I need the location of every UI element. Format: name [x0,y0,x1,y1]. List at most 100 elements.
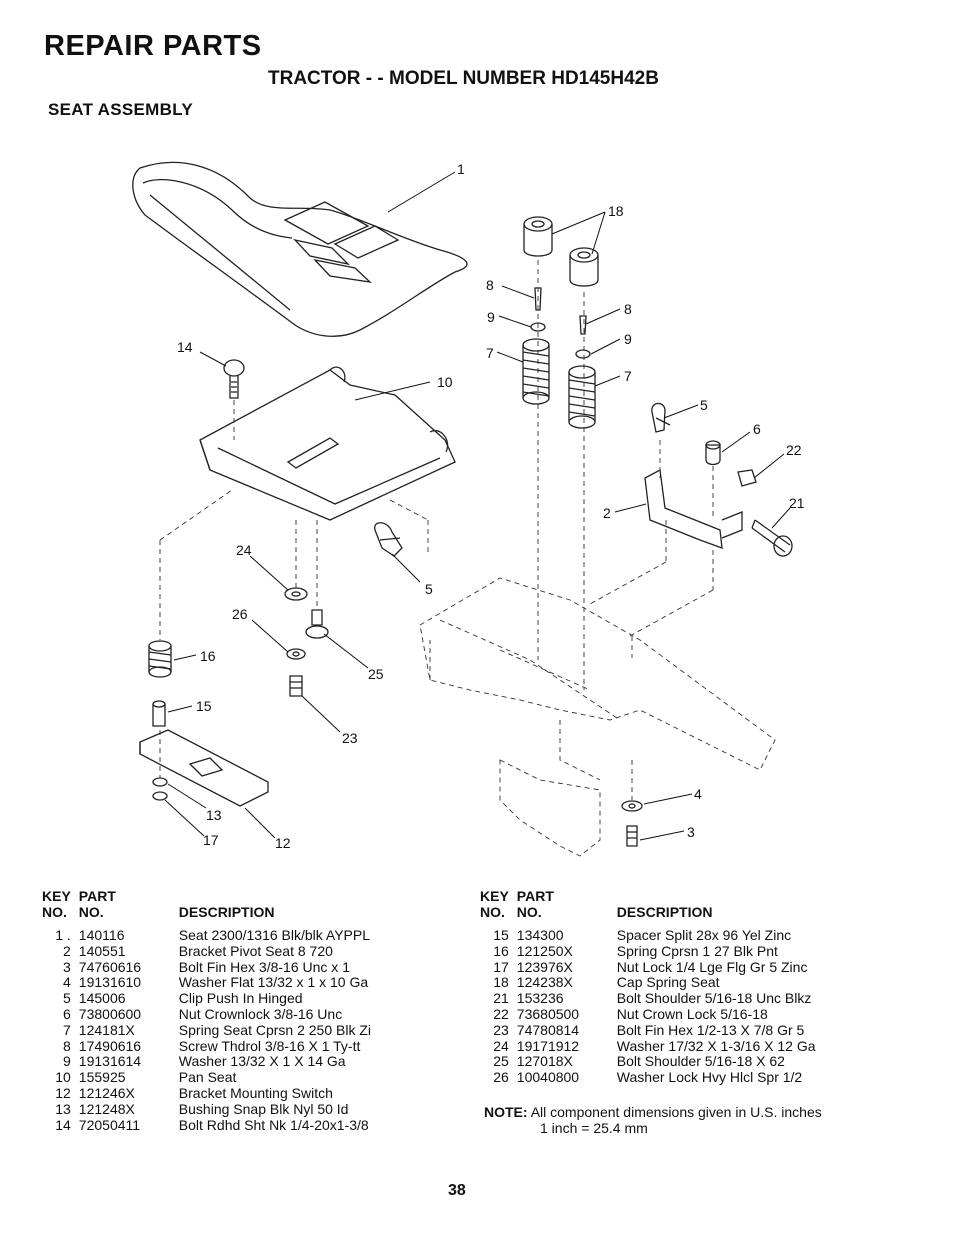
description: Washer 17/32 X 1-3/16 X 12 Ga [616,1037,816,1054]
callout-4: 4 [694,786,702,802]
key-no: 16 [493,942,509,959]
key-no: 6 [63,1005,71,1022]
part-no: 74780814 [516,1021,580,1038]
table-header-row: NO. NO. DESCRIPTION [480,904,816,928]
key-no: 17 [493,958,509,975]
key-no: 18 [493,974,509,991]
description: Pan Seat [178,1069,237,1086]
description: Bolt Shoulder 5/16-18 Unc Blkz [616,990,812,1007]
header-part: PART [78,888,116,904]
description: Spring Cprsn 1 27 Blk Pnt [616,942,778,959]
bolt-14-drawing [223,359,245,399]
seat-drawing [132,161,468,337]
part-no: 74760616 [78,958,142,975]
callout-25: 25 [368,666,384,682]
key-no: 12 [55,1084,71,1101]
key-no: 26 [493,1069,509,1086]
key-no: 14 [55,1116,71,1133]
dimension-note: NOTE: All component dimensions given in … [484,1104,822,1136]
callout-22: 22 [786,442,802,458]
header-key: KEY [42,888,71,904]
callout-5: 5 [425,581,433,597]
part-no: 73680500 [516,1005,580,1022]
part-no: 145006 [78,990,126,1007]
clip-lower-drawing [374,522,403,557]
key-no: 22 [493,1005,509,1022]
seat-pan-drawing [199,366,456,521]
key-no: 4 [63,974,71,991]
part-no: 121246X [78,1084,135,1101]
callout-5: 5 [700,397,708,413]
seat-assembly-diagram: 1 18 8 8 9 9 7 7 5 6 22 14 10 2 21 24 5 … [132,161,805,857]
seat-spring-drawing [522,338,596,429]
callout-15: 15 [196,698,212,714]
note-line-1: All component dimensions given in U.S. i… [530,1104,822,1120]
key-no: 15 [493,927,509,943]
description: Bolt Rdhd Sht Nk 1/4-20x1-3/8 [178,1116,369,1133]
header-key-no: NO. [480,904,505,920]
callout-18: 18 [608,203,624,219]
dashed-guides [159,260,776,857]
description: Nut Crown Lock 5/16-18 [616,1005,768,1022]
key-no: 5 [63,990,71,1007]
callout-21: 21 [789,495,805,511]
callout-10: 10 [437,374,453,390]
header-part-no: NO. [78,904,104,920]
model-subtitle: TRACTOR - - MODEL NUMBER HD145H42B [268,68,659,89]
part-no: 73800600 [78,1005,142,1022]
note-label: NOTE: [484,1104,528,1120]
description: Screw Thdrol 3/8-16 X 1 Ty-tt [178,1037,361,1054]
header-description: DESCRIPTION [178,904,275,920]
callout-16: 16 [200,648,216,664]
section-title: SEAT ASSEMBLY [48,100,193,119]
part-no: 140551 [78,942,126,959]
callout-13: 13 [206,807,222,823]
callout-14: 14 [177,339,193,355]
description: Bushing Snap Blk Nyl 50 Id [178,1100,349,1117]
description: Bolt Shoulder 5/16-18 X 62 [616,1053,785,1070]
description: Bolt Fin Hex 1/2-13 X 7/8 Gr 5 [616,1021,805,1038]
part-no: 19131610 [78,974,142,991]
part-no: 72050411 [78,1116,141,1133]
callout-12: 12 [275,835,291,851]
table-row: 23 74780814 Bolt Fin Hex 1/2-13 X 7/8 Gr 5 [480,1021,816,1039]
header-key-no: NO. [42,904,67,920]
callout-26: 26 [232,606,248,622]
frame-bolt-drawing [621,800,643,847]
key-no: 10 [55,1069,71,1086]
spring-cap-drawing [523,216,599,287]
table-row: 22 73680500 Nut Crown Lock 5/16-18 [480,1005,816,1023]
header-key: KEY [480,888,509,904]
header-part-no: NO. [516,904,542,920]
description: Spacer Split 28x 96 Yel Zinc [616,927,792,943]
table-header-row: KEY PART [480,888,816,904]
screw-washer-drawing [530,287,591,359]
description: Spring Seat Cprsn 2 250 Blk Zi [178,1021,372,1038]
callout-8: 8 [624,301,632,317]
callout-3: 3 [687,824,695,840]
key-no: 8 [63,1037,71,1054]
header-part: PART [516,888,554,904]
description: Nut Lock 1/4 Lge Flg Gr 5 Zinc [616,958,808,975]
page-title: REPAIR PARTS [44,30,262,62]
description: Bracket Pivot Seat 8 720 [178,942,333,959]
part-no: 121248X [78,1100,135,1117]
key-no: 24 [493,1037,509,1054]
key-no: 23 [493,1021,509,1038]
